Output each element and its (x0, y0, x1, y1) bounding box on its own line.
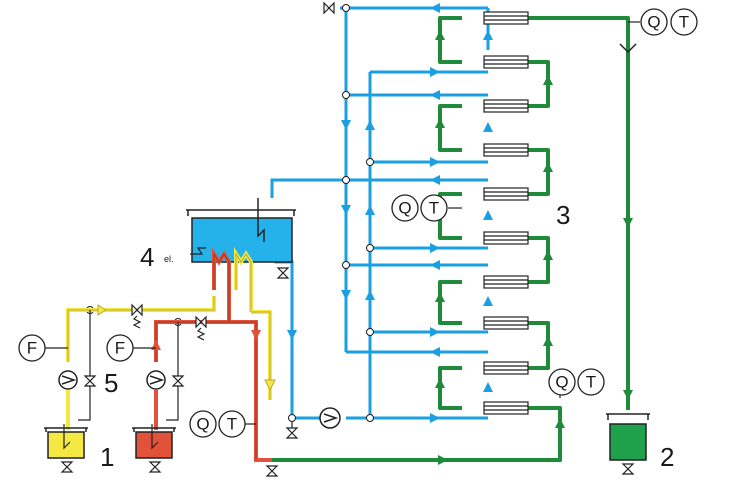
water-pump-icon (319, 407, 341, 429)
top-drain-valve (323, 1, 335, 15)
pumps (58, 370, 341, 429)
exchanger-tube-3 (483, 99, 529, 113)
qt-outlet-t-label: T (679, 13, 689, 32)
qt-middle-t-label: T (429, 199, 439, 218)
label-3: 3 (556, 200, 570, 230)
label-1: 1 (100, 442, 114, 472)
electric-heater-icon (190, 247, 206, 255)
exchanger-tube-2 (483, 55, 529, 69)
vessel-2 (606, 413, 650, 475)
label-4: 4 (140, 242, 154, 272)
storage-tank (186, 198, 296, 263)
vessel-hot (132, 424, 176, 473)
instrument-qt-hot: Q T (189, 410, 256, 438)
exchanger-tube-1 (483, 11, 529, 25)
hot-pump-icon (146, 370, 166, 390)
qt-outlet-q-label: Q (647, 13, 660, 32)
instrument-f-yellow: F (18, 334, 46, 362)
yellow-pump-icon (58, 370, 78, 390)
qt-middle-q-label: Q (398, 199, 411, 218)
vessel-1 (44, 424, 88, 473)
qt-hot-q-label: Q (196, 415, 209, 434)
junction-nodes (86, 4, 374, 422)
exchanger-tube-9 (483, 361, 529, 375)
label-5: 5 (104, 368, 118, 398)
exchanger-tube-7 (483, 275, 529, 289)
qt-inlet-t-label: T (586, 373, 596, 392)
cooling-flow-arrows (287, 3, 493, 423)
instrument-qt-middle: Q T (391, 194, 462, 222)
exchanger-tube-10 (483, 401, 529, 415)
cooling-water-network (270, 6, 490, 420)
exchanger-tube-5 (483, 187, 529, 201)
tank-drain-valve (276, 267, 290, 279)
tank-inlet-pipe (257, 198, 265, 242)
f-yellow-label: F (27, 339, 37, 358)
f-hot-label: F (115, 339, 125, 358)
drain-valves (265, 427, 299, 477)
yellow-flow-arrow (97, 304, 107, 316)
product-line (272, 16, 630, 462)
exchanger-tube-8 (483, 316, 529, 330)
bypass-lines (78, 310, 179, 421)
heat-exchanger-modules (483, 11, 529, 415)
label-el: el. (164, 254, 174, 264)
instrument-qt-outlet: Q T (628, 8, 698, 36)
yellow-loop (66, 296, 272, 430)
hot-coil (212, 247, 231, 314)
qt-inlet-q-label: Q (555, 373, 568, 392)
bypass-valves (83, 375, 185, 387)
control-valves (131, 303, 207, 341)
exchanger-tube-4 (483, 143, 529, 157)
qt-hot-t-label: T (227, 415, 237, 434)
sampling-point (619, 43, 637, 54)
instrument-f-hot: F (106, 334, 134, 362)
label-2: 2 (660, 442, 674, 472)
exchanger-tube-6 (483, 231, 529, 245)
instrument-qt-inlet: Q T (548, 368, 605, 398)
